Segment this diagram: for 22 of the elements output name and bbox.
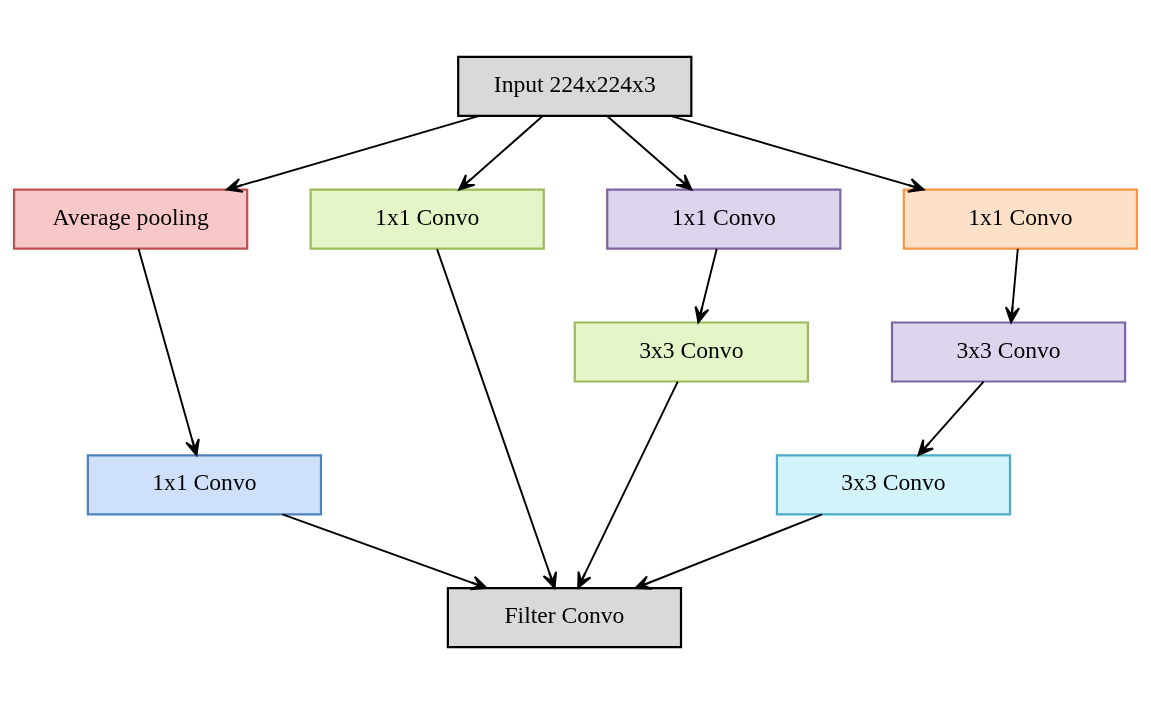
arrow	[917, 380, 985, 457]
node-box: 1x1 Convo	[606, 188, 842, 250]
node-box: Filter Convo	[446, 586, 683, 649]
node-box: 1x1 Convo	[309, 188, 545, 250]
arrow	[694, 247, 718, 324]
arrow	[137, 247, 200, 456]
node-box: 3x3 Convo	[890, 321, 1127, 383]
node-box: 1x1 Convo	[902, 188, 1139, 250]
node-box: Average pooling	[12, 188, 249, 250]
arrow	[1004, 247, 1020, 324]
arrow	[606, 115, 693, 191]
node-box: 3x3 Convo	[775, 454, 1012, 516]
arrow	[436, 248, 558, 589]
node-box: 3x3 Convo	[573, 321, 809, 383]
arrow	[670, 115, 925, 193]
node-box: 1x1 Convo	[86, 454, 323, 516]
arrow	[225, 115, 480, 193]
arrow	[634, 513, 824, 590]
arrow	[458, 115, 544, 191]
node-box: Input 224x224x3	[457, 55, 693, 118]
arrow	[577, 380, 679, 589]
arrow	[281, 513, 488, 591]
